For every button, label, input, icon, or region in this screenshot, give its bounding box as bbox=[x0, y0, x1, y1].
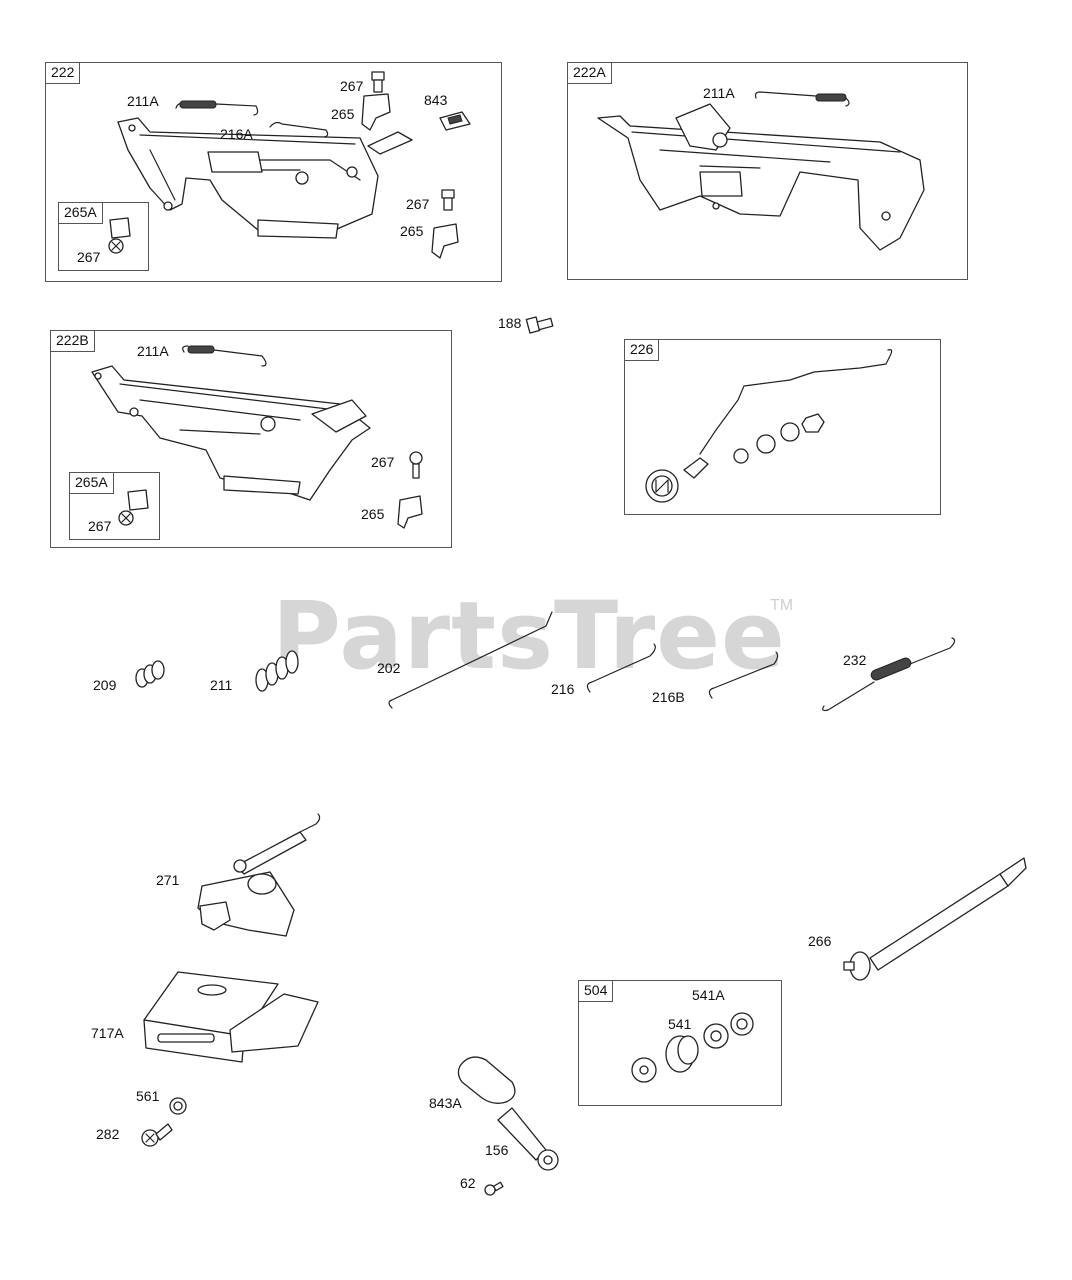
label-232[interactable]: 232 bbox=[843, 652, 867, 668]
link-216-drawing bbox=[586, 643, 656, 693]
label-265-3[interactable]: 265 bbox=[361, 506, 385, 522]
spring-232-drawing bbox=[822, 637, 956, 712]
clip-265-3-drawing bbox=[397, 495, 423, 529]
label-843[interactable]: 843 bbox=[424, 92, 448, 108]
screw-282-drawing bbox=[141, 1123, 173, 1147]
clip-265A-1-drawing bbox=[109, 217, 131, 239]
control-knob-226-drawing bbox=[645, 349, 893, 503]
label-188[interactable]: 188 bbox=[498, 315, 522, 331]
label-717A[interactable]: 717A bbox=[91, 1025, 124, 1041]
box-tag-265A-1: 265A bbox=[58, 202, 103, 224]
spring-211A-3-drawing bbox=[182, 345, 267, 367]
label-156[interactable]: 156 bbox=[485, 1142, 509, 1158]
label-211[interactable]: 211 bbox=[210, 677, 233, 693]
label-265-2[interactable]: 265 bbox=[400, 223, 424, 239]
spring-209-drawing bbox=[135, 660, 165, 688]
label-267-2[interactable]: 267 bbox=[406, 196, 430, 212]
label-271[interactable]: 271 bbox=[156, 872, 180, 888]
label-266[interactable]: 266 bbox=[808, 933, 832, 949]
box-tag-226: 226 bbox=[624, 339, 660, 361]
link-216A-drawing bbox=[269, 121, 329, 138]
label-211A-1[interactable]: 211A bbox=[127, 93, 159, 109]
governor-bracket-222A-drawing bbox=[597, 103, 925, 251]
clip-265A-2-drawing bbox=[127, 489, 149, 511]
cover-843A-drawing bbox=[457, 1056, 516, 1104]
nut-561-drawing bbox=[169, 1097, 187, 1115]
label-541A[interactable]: 541A bbox=[692, 987, 725, 1003]
box-tag-222: 222 bbox=[45, 62, 81, 84]
watermark-trademark: TM bbox=[770, 597, 794, 614]
label-216B[interactable]: 216B bbox=[652, 689, 685, 705]
label-209[interactable]: 209 bbox=[93, 677, 117, 693]
rod-202-drawing bbox=[388, 611, 553, 709]
box-tag-222A: 222A bbox=[567, 62, 612, 84]
label-282[interactable]: 282 bbox=[96, 1126, 120, 1142]
bolt-267-1-drawing bbox=[371, 71, 385, 93]
label-216A[interactable]: 216A bbox=[220, 126, 253, 142]
screw-267-5-drawing bbox=[118, 510, 134, 526]
screw-267-3-drawing bbox=[108, 238, 124, 254]
callout-box-226: 226 bbox=[624, 339, 941, 515]
governor-bracket-222-drawing bbox=[117, 117, 413, 239]
watermark-text: PartsTree bbox=[272, 582, 786, 691]
callout-box-504: 504 bbox=[578, 980, 782, 1106]
bolt-188-drawing bbox=[525, 316, 554, 334]
screw-62-drawing bbox=[484, 1181, 504, 1196]
label-211A-3[interactable]: 211A bbox=[137, 343, 169, 359]
governor-bracket-222B-drawing bbox=[91, 365, 371, 501]
callout-box-222A: 222A bbox=[567, 62, 968, 280]
bracket-717A-drawing bbox=[143, 971, 319, 1063]
label-216[interactable]: 216 bbox=[551, 681, 575, 697]
spring-211A-1-drawing bbox=[175, 100, 259, 116]
label-541[interactable]: 541 bbox=[668, 1016, 692, 1032]
lever-156-drawing bbox=[497, 1107, 559, 1171]
plate-843-drawing bbox=[439, 111, 471, 131]
label-62[interactable]: 62 bbox=[460, 1175, 476, 1191]
spring-211-drawing bbox=[255, 650, 299, 692]
label-267-3[interactable]: 267 bbox=[77, 249, 101, 265]
callout-box-265A-2: 265A bbox=[69, 472, 160, 540]
box-tag-222B: 222B bbox=[50, 330, 95, 352]
label-843A[interactable]: 843A bbox=[429, 1095, 462, 1111]
spring-211A-2-drawing bbox=[754, 91, 850, 107]
bolt-267-2-drawing bbox=[441, 189, 455, 211]
label-267-4[interactable]: 267 bbox=[371, 454, 395, 470]
link-216B-drawing bbox=[708, 651, 779, 699]
label-202[interactable]: 202 bbox=[377, 660, 401, 676]
label-267-1[interactable]: 267 bbox=[340, 78, 364, 94]
callout-box-222: 222 bbox=[45, 62, 502, 282]
callout-box-265A-1: 265A bbox=[58, 202, 149, 271]
box-tag-504: 504 bbox=[578, 980, 614, 1002]
clip-265-1-drawing bbox=[361, 93, 391, 131]
shaft-266-drawing bbox=[843, 857, 1027, 981]
box-tag-265A-2: 265A bbox=[69, 472, 114, 494]
label-265-1[interactable]: 265 bbox=[331, 106, 355, 122]
label-561[interactable]: 561 bbox=[136, 1088, 160, 1104]
label-211A-2[interactable]: 211A bbox=[703, 85, 735, 101]
label-267-5[interactable]: 267 bbox=[88, 518, 112, 534]
pulley-kit-504-drawing bbox=[631, 1012, 754, 1083]
callout-box-222B: 222B bbox=[50, 330, 452, 548]
clip-265-2-drawing bbox=[431, 223, 459, 259]
screw-267-4-drawing bbox=[409, 451, 423, 479]
governor-control-271-drawing bbox=[197, 813, 321, 937]
